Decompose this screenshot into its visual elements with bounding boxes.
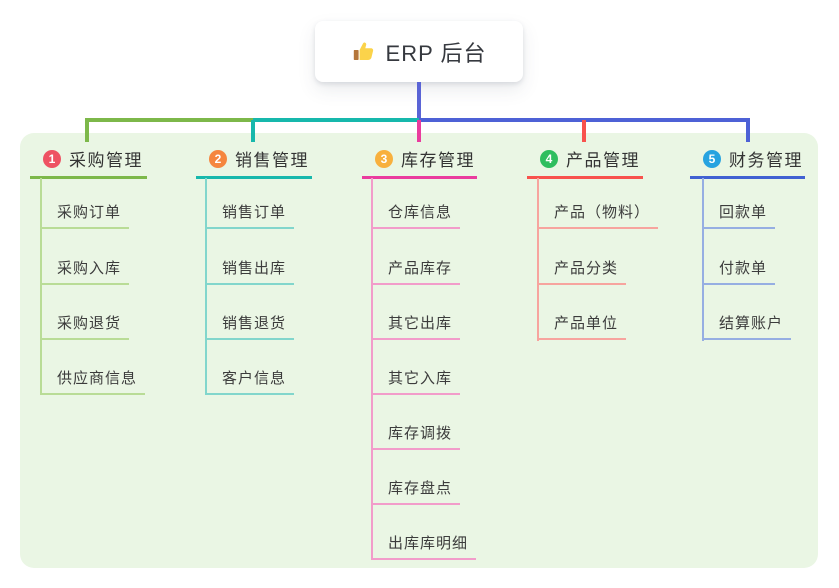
mindmap-node[interactable]: 供应商信息 [40, 369, 146, 395]
branch-child-line [371, 178, 373, 560]
mindmap-node[interactable]: 销售订单 [205, 203, 295, 229]
connector-drop-branch5 [746, 120, 750, 142]
mindmap-node[interactable]: 库存盘点 [371, 479, 461, 505]
branch-header-inventory[interactable]: 3 库存管理 [362, 141, 477, 179]
connector-drop-branch4 [582, 120, 586, 142]
root-title: ERP 后台 [385, 40, 487, 66]
connector-horizontal-green [85, 118, 253, 122]
mindmap-node[interactable]: 库存调拨 [371, 424, 461, 450]
branch-child-line [40, 178, 42, 395]
branch-header-product[interactable]: 4 产品管理 [527, 141, 643, 179]
mindmap-node[interactable]: 付款单 [702, 259, 776, 285]
branch-child-line [702, 178, 704, 341]
mindmap-node[interactable]: 回款单 [702, 203, 776, 229]
branch-number-badge: 5 [703, 149, 721, 168]
mindmap-node[interactable]: 其它入库 [371, 369, 461, 395]
connector-drop-branch2 [251, 120, 255, 142]
mindmap-node[interactable]: 销售退货 [205, 314, 295, 340]
mindmap-node[interactable]: 采购退货 [40, 314, 130, 340]
branch-number-badge: 2 [209, 149, 227, 168]
mindmap-node[interactable]: 产品库存 [371, 259, 461, 285]
branch-label: 销售管理 [235, 151, 309, 170]
branch-label: 财务管理 [729, 151, 803, 170]
mindmap-node[interactable]: 产品（物料） [537, 203, 659, 229]
branch-number-badge: 4 [540, 149, 558, 168]
connector-drop-branch1 [85, 120, 89, 142]
mindmap-node[interactable]: 出库库明细 [371, 534, 477, 560]
branch-header-finance[interactable]: 5 财务管理 [690, 141, 805, 179]
mindmap-node[interactable]: 采购订单 [40, 203, 130, 229]
branch-child-line [205, 178, 207, 395]
branch-number-badge: 3 [375, 149, 393, 168]
root-node[interactable]: ERP 后台 [315, 21, 523, 82]
mindmap-node[interactable]: 采购入库 [40, 259, 130, 285]
branch-child-line [537, 178, 539, 341]
branch-header-sales[interactable]: 2 销售管理 [196, 141, 312, 179]
branch-label: 产品管理 [566, 151, 640, 170]
mindmap-node[interactable]: 销售出库 [205, 259, 295, 285]
mindmap-node[interactable]: 仓库信息 [371, 203, 461, 229]
branch-header-purchase[interactable]: 1 采购管理 [30, 141, 147, 179]
panel-background [20, 133, 818, 568]
mindmap-node[interactable]: 产品分类 [537, 259, 627, 285]
mindmap-node[interactable]: 产品单位 [537, 314, 627, 340]
connector-root-line [417, 82, 421, 122]
connector-drop-branch3 [417, 120, 421, 142]
branch-label: 库存管理 [401, 151, 475, 170]
branch-label: 采购管理 [69, 151, 143, 170]
mindmap-node[interactable]: 结算账户 [702, 314, 792, 340]
branch-number-badge: 1 [43, 149, 61, 168]
mindmap-node[interactable]: 其它出库 [371, 314, 461, 340]
mindmap-node[interactable]: 客户信息 [205, 369, 295, 395]
connector-horizontal-teal [253, 118, 419, 122]
thumbs-up-icon [352, 40, 376, 64]
